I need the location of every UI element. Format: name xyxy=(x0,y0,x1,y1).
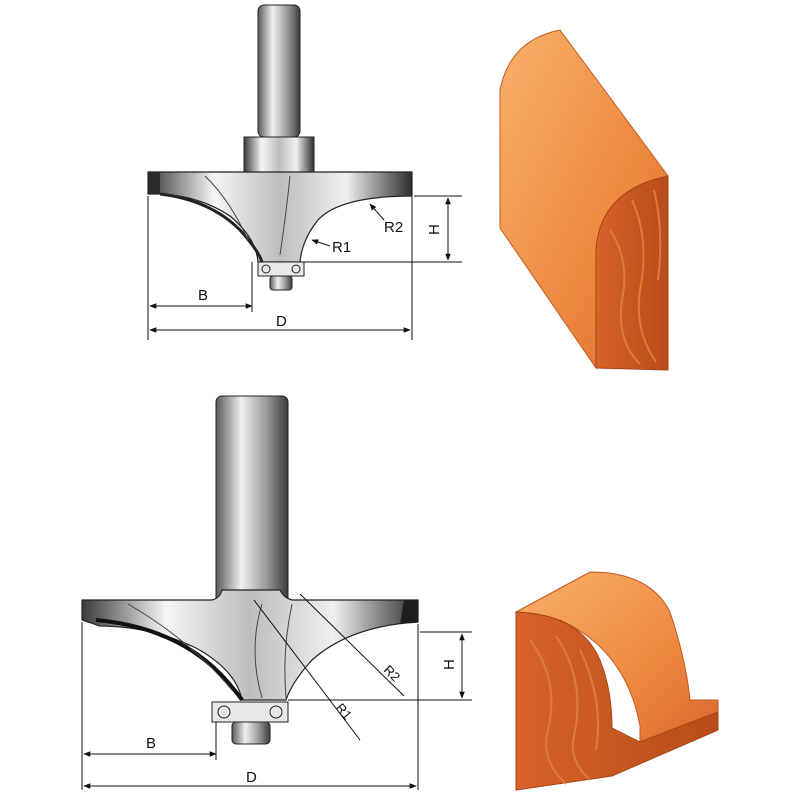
top-neck xyxy=(243,136,315,173)
bottom-bearing-ball-left xyxy=(217,705,231,719)
top-shank xyxy=(257,4,301,138)
bottom-wood-grain-3 xyxy=(579,649,599,751)
bottom-cutter-curve-4 xyxy=(284,603,293,699)
top-wood-grain-2 xyxy=(631,199,657,363)
bottom-cutter xyxy=(81,589,419,701)
bottom-dimensions: B D H R2 R1 xyxy=(81,593,472,790)
top-cutter-edge xyxy=(148,172,160,194)
top-label-b: B xyxy=(198,287,208,304)
top-label-r1: R1 xyxy=(332,239,351,256)
top-bearing xyxy=(257,261,305,277)
bottom-cutter-curve xyxy=(95,618,244,702)
bottom-wood-grain-1 xyxy=(529,639,567,785)
top-cutter-curve-2 xyxy=(204,175,249,241)
top-label-h: H xyxy=(426,224,443,235)
top-wood-grain-1 xyxy=(609,229,641,365)
bottom-bearing xyxy=(211,701,289,723)
bottom-cutter-edge-right xyxy=(400,600,418,624)
top-label-d: D xyxy=(276,313,287,330)
top-wood-end xyxy=(595,175,669,371)
bottom-wood-grain-2 xyxy=(555,635,591,781)
top-cutter xyxy=(147,171,413,263)
top-bearing-ball-left xyxy=(261,264,271,274)
top-wood-profile xyxy=(499,29,669,371)
bottom-label-b: B xyxy=(146,735,156,752)
bottom-bearing-bolt xyxy=(231,721,271,745)
bottom-label-d: D xyxy=(246,769,257,786)
top-router-bit xyxy=(147,4,413,291)
top-cutter-curve-3 xyxy=(279,175,291,256)
top-label-r2: R2 xyxy=(384,219,403,236)
bottom-wood-profile xyxy=(514,571,719,791)
bottom-label-r2: R2 xyxy=(381,662,403,684)
top-dimensions: B D H R1 R2 xyxy=(147,195,462,340)
bottom-router-bit xyxy=(81,395,419,745)
top-cutter-curve xyxy=(159,192,264,263)
top-bearing-bolt xyxy=(269,275,293,291)
top-bearing-ball-right xyxy=(291,264,301,274)
bottom-label-r1: R1 xyxy=(333,700,355,722)
bottom-cutter-curve-3 xyxy=(254,603,263,699)
bottom-wood-top xyxy=(514,571,719,743)
bottom-cutter-curve-2 xyxy=(127,603,233,691)
top-wood-grain-3 xyxy=(653,189,662,281)
bottom-shank xyxy=(215,395,289,607)
bottom-bearing-ball-right xyxy=(269,705,283,719)
bottom-label-h: H xyxy=(441,659,458,670)
